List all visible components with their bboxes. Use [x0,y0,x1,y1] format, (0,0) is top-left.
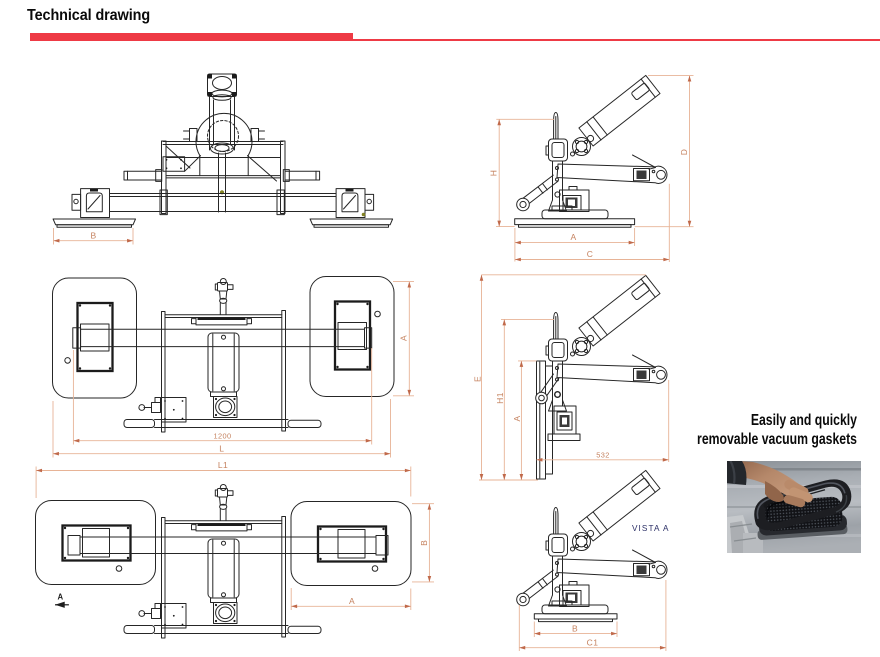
side-dim-h: H [488,118,554,228]
rot-dim-h1: H1 [495,318,554,480]
side-dim-d: D [634,75,694,228]
plan-view-closed-drawing: 1200 L A [51,275,414,458]
page-title: Technical drawing [27,7,151,24]
dim-label: A [570,232,576,242]
side-view-vista-drawing: VISTA A B C1 [516,469,670,651]
dim-label: B [419,540,429,546]
front-view-drawing: B [52,73,394,245]
dim-label: H1 [495,392,505,404]
dim-label: L1 [218,460,228,470]
dim-label: D [679,149,689,156]
rot-dim-e: E [472,274,646,481]
dim-label: B [572,623,578,633]
open-dim-b: B [412,503,434,583]
side-dim-c: C [514,183,670,262]
caption: Easily and quickly removable vacuum gask… [620,411,857,449]
vista-dim-b: B [533,621,618,637]
dim-label: A [399,335,409,341]
open-dim-a: A [290,588,412,610]
title-rule-thin [353,39,880,41]
dim-label: A [512,415,522,421]
vista-dim-c1: C1 [518,580,667,651]
side-view-drawing: H D A C [488,74,694,262]
plan-dim-l: L [52,399,391,458]
vista-label: VISTA A [632,524,670,533]
gasket-photo [727,461,861,553]
side-dim-a: A [514,228,636,262]
view-arrow-label: A [57,593,63,602]
rot-dim-532: 532 [536,380,670,462]
view-direction-arrow: A [55,593,69,608]
plan-dim-a: A [393,281,414,397]
dim-label: 1200 [213,431,231,440]
title-rule-thick [30,33,353,41]
dim-label: H [488,170,498,177]
side-view-rotated-drawing: E H1 A 532 [472,274,670,481]
dim-label: C [587,249,594,259]
plan-dim-1200: 1200 [72,348,373,445]
dim-label: 532 [596,450,610,459]
open-dim-l1: L1 [35,460,412,498]
caption-line1: Easily and quickly [750,412,857,429]
dim-label: A [349,596,355,606]
rot-dim-a: A [512,360,537,480]
dim-label: C1 [587,637,599,647]
hand [727,461,813,508]
caption-line2: removable vacuum gaskets [697,431,857,448]
dim-label: E [472,376,482,382]
front-dim-b: B [53,228,134,245]
dim-label: B [90,231,96,241]
plan-view-open-drawing: L1 B A A [34,460,434,640]
dim-label: L [219,443,224,453]
